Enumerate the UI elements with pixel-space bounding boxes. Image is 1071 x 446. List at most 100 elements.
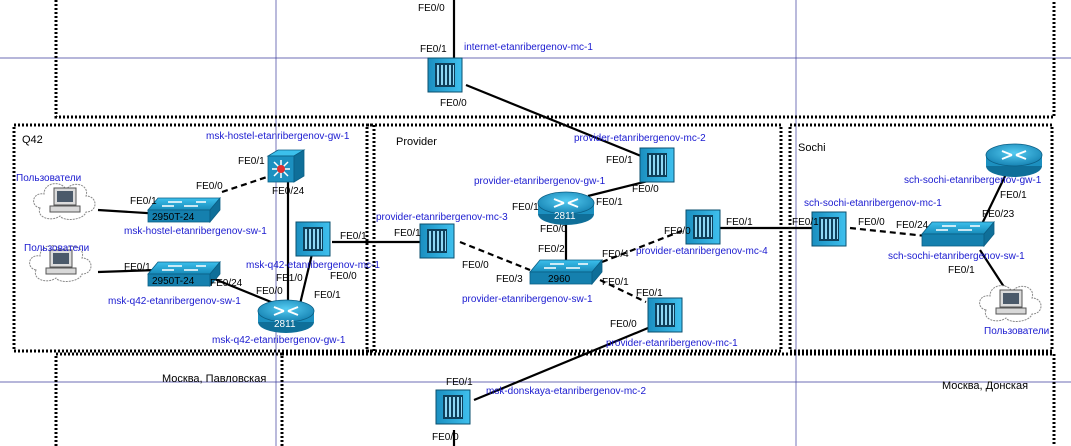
hostel-gw-label: msk-hostel-etanribergenov-gw-1 (206, 131, 350, 142)
port-label: FE0/1 (420, 44, 447, 55)
link-q42-sw-gw (211, 276, 277, 306)
port-label: FE0/1 (948, 265, 975, 276)
port-label: FE0/3 (496, 274, 523, 285)
link-provider-sw-mc4 (601, 228, 685, 264)
port-label: FE0/1 (446, 377, 473, 388)
port-label: FE0/1 (606, 155, 633, 166)
port-label: FE0/0 (540, 224, 567, 235)
q42-access-switch[interactable]: 2950T-24 (147, 261, 221, 287)
port-label: FE0/0 (418, 3, 445, 14)
port-label: FE0/1 (726, 217, 753, 228)
port-label: FE0/0 (256, 286, 283, 297)
sochi-gateway-router[interactable] (985, 143, 1043, 178)
link-internet-provider-mc2 (465, 83, 647, 160)
users-sochi-label: Пользователи (984, 326, 1049, 337)
link-mc1-donskaya-mc (473, 326, 649, 402)
port-label: FE0/0 (610, 319, 637, 330)
port-label: FE0/0 (440, 98, 467, 109)
port-label: FE0/24 (272, 186, 305, 197)
port-label: FE0/1 (792, 217, 819, 228)
provider-mc4-label: provider-etanribergenov-mc-4 (636, 246, 768, 257)
port-label: FE0/4 (602, 249, 629, 260)
port-labels: FE0/0 FE0/1 FE0/0 FE0/1 FE0/0 FE0/24 FE0… (124, 3, 1027, 443)
q42-gw-label: msk-q42-etanribergenov-gw-1 (212, 335, 346, 346)
link-sochi-sw-users (979, 249, 1007, 291)
donskaya-media-converter[interactable] (435, 389, 471, 425)
port-label: FE1/0 (276, 273, 303, 284)
port-label: FE0/1 (394, 228, 421, 239)
users-hostel-pc[interactable] (33, 183, 96, 220)
port-label: FE0/1 (340, 231, 367, 242)
provider-media-converter-4[interactable] (685, 209, 721, 245)
link-mc3-provider-sw (459, 240, 531, 272)
q42-gateway-router[interactable]: 2811 (257, 299, 315, 334)
svg-text:2960: 2960 (548, 274, 571, 285)
region-borders (12, 0, 1056, 446)
port-label: FE0/1 (130, 196, 157, 207)
q42-media-converter[interactable] (295, 221, 331, 257)
link-users2-q42-sw (97, 268, 159, 274)
internet-media-converter[interactable] (427, 57, 463, 93)
port-label: FE0/0 (432, 432, 459, 443)
port-label: FE0/1 (512, 202, 539, 213)
link-provider-sw-mc1 (599, 279, 647, 303)
zone-label-sochi: Sochi (798, 142, 826, 154)
link-sochi-mc-sw (849, 226, 927, 238)
provider-media-converter-2[interactable] (639, 147, 675, 183)
provider-core-switch[interactable]: 2960 (529, 259, 603, 285)
provider-mc1-label: provider-etanribergenov-mc-1 (606, 338, 738, 349)
port-label: FE0/0 (858, 217, 885, 228)
zone-label-provider: Provider (396, 136, 437, 148)
sochi-gw-label: sch-sochi-etanribergenov-gw-1 (904, 175, 1042, 186)
hostel-multilayer-switch[interactable] (266, 149, 306, 183)
port-label: FE0/2 (538, 244, 565, 255)
q42-mc-label: msk-q42-etanribergenov-mc-1 (246, 260, 380, 271)
port-label: FE0/0 (196, 181, 223, 192)
provider-sw-label: provider-etanribergenov-sw-1 (462, 294, 593, 305)
port-label: FE0/0 (632, 184, 659, 195)
zone-label-moscow-donskaya: Москва, Донская (942, 380, 1028, 392)
link-sochi-sw-gw (979, 169, 1009, 229)
port-label: FE0/1 (596, 197, 623, 208)
port-label: FE0/0 (330, 271, 357, 282)
port-label: FE0/24 (896, 220, 929, 231)
provider-gw-label: provider-etanribergenov-gw-1 (474, 176, 606, 187)
hostel-access-switch[interactable]: 2950T-24 (147, 197, 221, 223)
port-label: FE0/1 (602, 277, 629, 288)
svg-text:2811: 2811 (274, 319, 296, 330)
port-label: FE0/23 (982, 209, 1015, 220)
port-label: FE0/1 (124, 262, 151, 273)
port-label: FE0/0 (462, 260, 489, 271)
port-label: FE0/24 (210, 278, 243, 289)
provider-mc3-label: provider-etanribergenov-mc-3 (376, 212, 508, 223)
link-q42-mc-gw (298, 253, 314, 305)
users-sochi-pc[interactable] (979, 285, 1042, 322)
sochi-sw-label: sch-sochi-etanribergenov-sw-1 (888, 251, 1025, 262)
q42-sw-label: msk-q42-etanribergenov-sw-1 (108, 296, 241, 307)
port-label: FE0/1 (238, 156, 265, 167)
link-hostel-sw-gw (221, 174, 271, 194)
provider-media-converter-1[interactable] (647, 297, 683, 333)
internet-mc-label: internet-etanribergenov-mc-1 (464, 42, 593, 53)
zone-label-moscow-pavlovskaya: Москва, Павловская (162, 373, 266, 385)
svg-text:2811: 2811 (554, 211, 576, 222)
port-label: FE0/1 (314, 290, 341, 301)
port-label: FE0/1 (1000, 190, 1027, 201)
provider-mc2-label: provider-etanribergenov-mc-2 (574, 133, 706, 144)
zone-label-q42: Q42 (22, 134, 43, 146)
provider-gateway-router[interactable]: 2811 (537, 191, 595, 226)
provider-media-converter-3[interactable] (419, 223, 455, 259)
donskaya-mc-label: msk-donskaya-etanribergenov-mc-2 (486, 386, 647, 397)
svg-text:2950T-24: 2950T-24 (152, 276, 195, 287)
port-label: FE0/1 (636, 288, 663, 299)
sochi-access-switch[interactable] (921, 221, 995, 247)
svg-text:2950T-24: 2950T-24 (152, 212, 195, 223)
users-hostel-label: Пользователи (16, 173, 81, 184)
hostel-sw-label: msk-hostel-etanribergenov-sw-1 (124, 226, 267, 237)
users-q42-label: Пользователи (24, 243, 89, 254)
port-label: FE0/0 (664, 226, 691, 237)
sochi-mc-label: sch-sochi-etanribergenov-mc-1 (804, 198, 942, 209)
